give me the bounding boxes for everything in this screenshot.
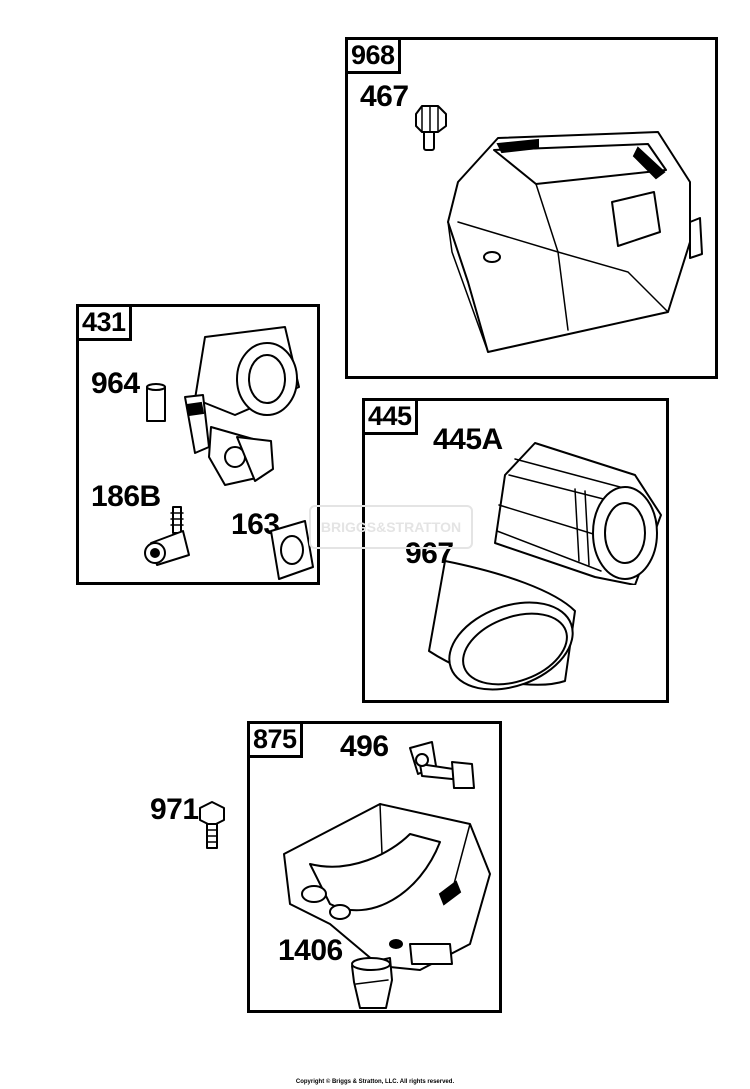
copyright-notice: Copyright © Briggs & Stratton, LLC. All … xyxy=(295,1079,455,1085)
part-445a-label[interactable]: 445A xyxy=(433,423,503,456)
group-431-box: 431 964 186B 163 xyxy=(76,304,320,585)
group-875-box: 875 496 1406 xyxy=(247,721,502,1013)
part-875-intake-elbow[interactable] xyxy=(270,794,500,994)
part-445a-filter[interactable] xyxy=(485,435,665,585)
group-968-tag[interactable]: 968 xyxy=(345,37,401,74)
part-964-label[interactable]: 964 xyxy=(91,367,140,400)
part-186b-label[interactable]: 186B xyxy=(91,480,161,513)
part-971-label[interactable]: 971 xyxy=(150,793,199,826)
part-496-label[interactable]: 496 xyxy=(340,730,389,763)
group-968-box: 968 467 xyxy=(345,37,718,379)
part-967-pre-cleaner[interactable] xyxy=(415,551,585,701)
group-445-tag[interactable]: 445 xyxy=(362,398,418,435)
part-1406-label[interactable]: 1406 xyxy=(278,934,343,967)
part-971-bolt[interactable] xyxy=(196,800,228,852)
group-445-box: 445 445A 967 BRIGGS&STRATTON xyxy=(309,398,669,703)
group-875-tag[interactable]: 875 xyxy=(247,721,303,758)
part-186b-fitting[interactable] xyxy=(135,503,205,573)
watermark-logo: BRIGGS&STRATTON xyxy=(309,505,473,549)
part-467-knob[interactable] xyxy=(408,100,454,156)
part-964-spacer[interactable] xyxy=(143,381,169,427)
part-431-air-cleaner-base[interactable] xyxy=(175,317,315,497)
part-467-label[interactable]: 467 xyxy=(360,80,409,113)
part-968-cover[interactable] xyxy=(428,122,718,378)
part-1406-seal[interactable] xyxy=(346,954,400,1012)
part-496-clip[interactable] xyxy=(400,736,484,796)
group-431-tag[interactable]: 431 xyxy=(76,304,132,341)
part-163-gasket[interactable] xyxy=(265,517,317,583)
